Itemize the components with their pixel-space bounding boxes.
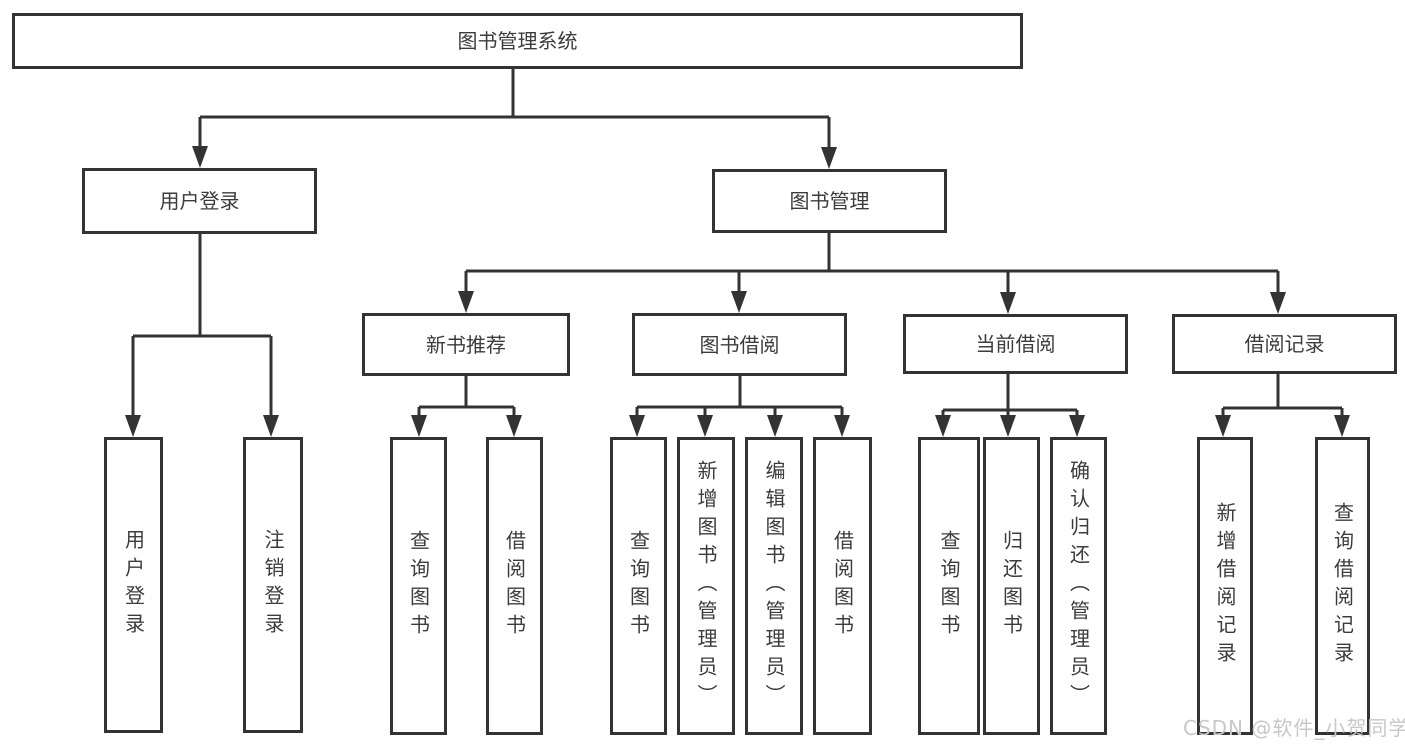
- node-library-management-system: 图书管理系统: [12, 13, 1023, 69]
- node-label: 借阅记录: [1244, 332, 1325, 356]
- node-label: 借阅图书: [502, 530, 527, 642]
- node-edit-books-admin: 编辑图书（管理员）: [745, 437, 803, 735]
- node-label: 查询图书: [626, 530, 651, 642]
- node-label: 注销登录: [261, 529, 285, 641]
- node-label: 查询图书: [406, 530, 431, 642]
- node-add-borrow-record: 新增借阅记录: [1197, 437, 1253, 735]
- node-return-books: 归还图书: [983, 437, 1040, 735]
- node-label: 图书管理系统: [457, 29, 578, 53]
- node-new-book-recommend: 新书推荐: [362, 313, 570, 376]
- node-query-borrow-record: 查询借阅记录: [1315, 437, 1370, 735]
- node-user-login: 用户登录: [82, 168, 317, 234]
- node-borrow-books-2: 借阅图书: [813, 437, 872, 735]
- node-label: 归还图书: [999, 530, 1024, 642]
- node-query-books-3: 查询图书: [918, 437, 980, 735]
- watermark: CSDN @软件_小贺同学: [1183, 716, 1405, 740]
- node-user-login-leaf: 用户登录: [104, 437, 163, 733]
- node-book-management: 图书管理: [712, 169, 947, 233]
- node-label: 查询图书: [937, 530, 961, 642]
- node-label: 借阅图书: [830, 530, 855, 642]
- node-label: 用户登录: [159, 189, 240, 213]
- node-logout: 注销登录: [243, 437, 303, 733]
- node-label: 查询借阅记录: [1330, 502, 1355, 670]
- node-borrow-books-1: 借阅图书: [486, 437, 543, 735]
- node-label: 图书管理: [789, 189, 870, 213]
- node-add-books-admin: 新增图书（管理员）: [677, 437, 735, 735]
- node-label: 当前借阅: [975, 332, 1056, 356]
- node-current-borrowing: 当前借阅: [903, 314, 1128, 374]
- node-book-borrowing: 图书借阅: [632, 313, 847, 376]
- node-label: 确认归还（管理员）: [1066, 460, 1091, 712]
- node-label: 新增图书（管理员）: [694, 460, 718, 712]
- node-label: 新书推荐: [426, 332, 506, 357]
- node-borrowing-records: 借阅记录: [1172, 314, 1397, 374]
- node-confirm-return-admin: 确认归还（管理员）: [1050, 437, 1107, 735]
- node-label: 编辑图书（管理员）: [762, 460, 786, 712]
- node-label: 用户登录: [121, 529, 146, 641]
- node-query-books-2: 查询图书: [610, 437, 667, 735]
- node-label: 图书借阅: [699, 332, 780, 357]
- node-query-books-1: 查询图书: [390, 437, 447, 735]
- node-label: 新增借阅记录: [1213, 502, 1237, 670]
